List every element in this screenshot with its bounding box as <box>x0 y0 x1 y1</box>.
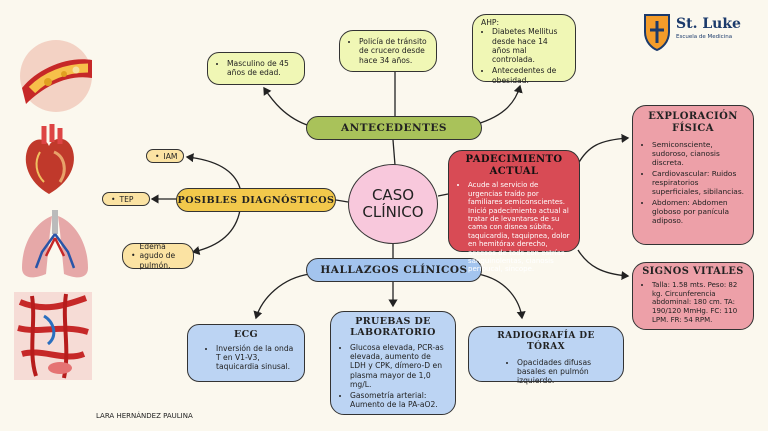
artery-clot-image <box>20 40 92 112</box>
note-job-text: Policía de tránsito de crucero desde hac… <box>359 37 428 65</box>
diagnostico-tep-text: TEP <box>119 194 134 204</box>
logo-name: St. Luke <box>676 16 741 32</box>
exploracion-title-2: FÍSICA <box>672 123 714 134</box>
exploracion-item-3: Abdomen: Abdomen globoso por panícula ad… <box>652 198 745 225</box>
pruebas-item-1: Glucosa elevada, PCR-as elevada, aumento… <box>350 343 447 389</box>
ecg-box: ECG Inversión de la onda T en V1-V3, taq… <box>187 324 305 382</box>
author-name: LARA HERNÁNDEZ PAULINA <box>96 412 193 420</box>
note-ahp-title: AHP: <box>481 18 500 27</box>
antecedentes-note-age: Masculino de 45 años de edad. <box>207 52 305 85</box>
ecg-title: ECG <box>233 329 259 340</box>
padecimiento-title: PADECIMIENTO ACTUAL <box>465 154 563 178</box>
radiografia-title: RADIOGRAFÍA DE TÓRAX <box>497 331 595 352</box>
pruebas-title-2: LABORATORIO <box>350 327 436 339</box>
radiografia-box: RADIOGRAFÍA DE TÓRAX Opacidades difusas … <box>468 326 624 385</box>
diagnostico-iam: • IAM <box>146 149 184 163</box>
pruebas-title-1: PRUEBAS DE <box>355 316 431 327</box>
blood-vessels-image <box>14 292 92 380</box>
lungs-image <box>22 210 88 278</box>
antecedentes-label: ANTECEDENTES <box>306 116 482 140</box>
padecimiento-actual-box: PADECIMIENTO ACTUAL Acude al servicio de… <box>448 150 580 273</box>
note-ahp-item-2: Antecedentes de obesidad. <box>492 66 567 85</box>
padecimiento-text: Acude al servicio de urgencias traído po… <box>468 181 571 273</box>
center-line2: CLÍNICO <box>362 203 424 221</box>
posibles-diagnosticos-label: POSIBLES DIAGNÓSTICOS <box>176 188 336 212</box>
diagnostico-edema-text: Edema agudo de pulmón. <box>139 242 176 270</box>
st-luke-logo: St. Luke Escuela de Medicina <box>626 12 762 54</box>
antecedentes-note-job: Policía de tránsito de crucero desde hac… <box>339 30 437 72</box>
caso-clinico-center: CASO CLÍNICO <box>348 164 438 244</box>
heart-image <box>25 124 74 194</box>
note-ahp-item-1: Diabetes Mellitus desde hace 14 años mal… <box>492 27 567 64</box>
exploracion-item-1: Semiconsciente, sudoroso, cianosis discr… <box>652 140 745 167</box>
diagnostico-tep: • TEP <box>102 192 150 206</box>
pruebas-item-2: Gasometría arterial: Aumento de la PA-aO… <box>350 391 447 410</box>
signos-title: SIGNOS VITALES <box>642 266 744 277</box>
signos-vitales-box: SIGNOS VITALES Talla: 1.58 mts. Peso: 82… <box>632 262 754 330</box>
antecedentes-note-ahp: AHP: Diabetes Mellitus desde hace 14 año… <box>472 14 576 85</box>
shield-icon <box>644 14 670 52</box>
exploracion-fisica-box: EXPLORACIÓN FÍSICA Semiconsciente, sudor… <box>632 105 754 245</box>
radiografia-text: Opacidades difusas basales en pulmón izq… <box>517 358 597 386</box>
diagnostico-iam-text: IAM <box>163 151 178 161</box>
hallazgos-clinicos-label: HALLAZGOS CLÍNICOS <box>306 258 482 282</box>
exploracion-item-2: Cardiovascular: Ruidos respiratorios sup… <box>652 169 745 196</box>
exploracion-title-1: EXPLORACIÓN <box>648 111 738 122</box>
ecg-text: Inversión de la onda T en V1-V3, taquica… <box>216 344 296 372</box>
note-age-text: Masculino de 45 años de edad. <box>227 59 296 78</box>
diagnostico-edema: •Edema agudo de pulmón. <box>122 242 194 270</box>
logo-subtitle: Escuela de Medicina <box>676 34 733 40</box>
center-line1: CASO <box>371 185 415 204</box>
pruebas-laboratorio-box: PRUEBAS DE LABORATORIO Glucosa elevada, … <box>330 311 456 415</box>
signos-text: Talla: 1.58 mts. Peso: 82 kg. Circunfere… <box>652 281 745 325</box>
